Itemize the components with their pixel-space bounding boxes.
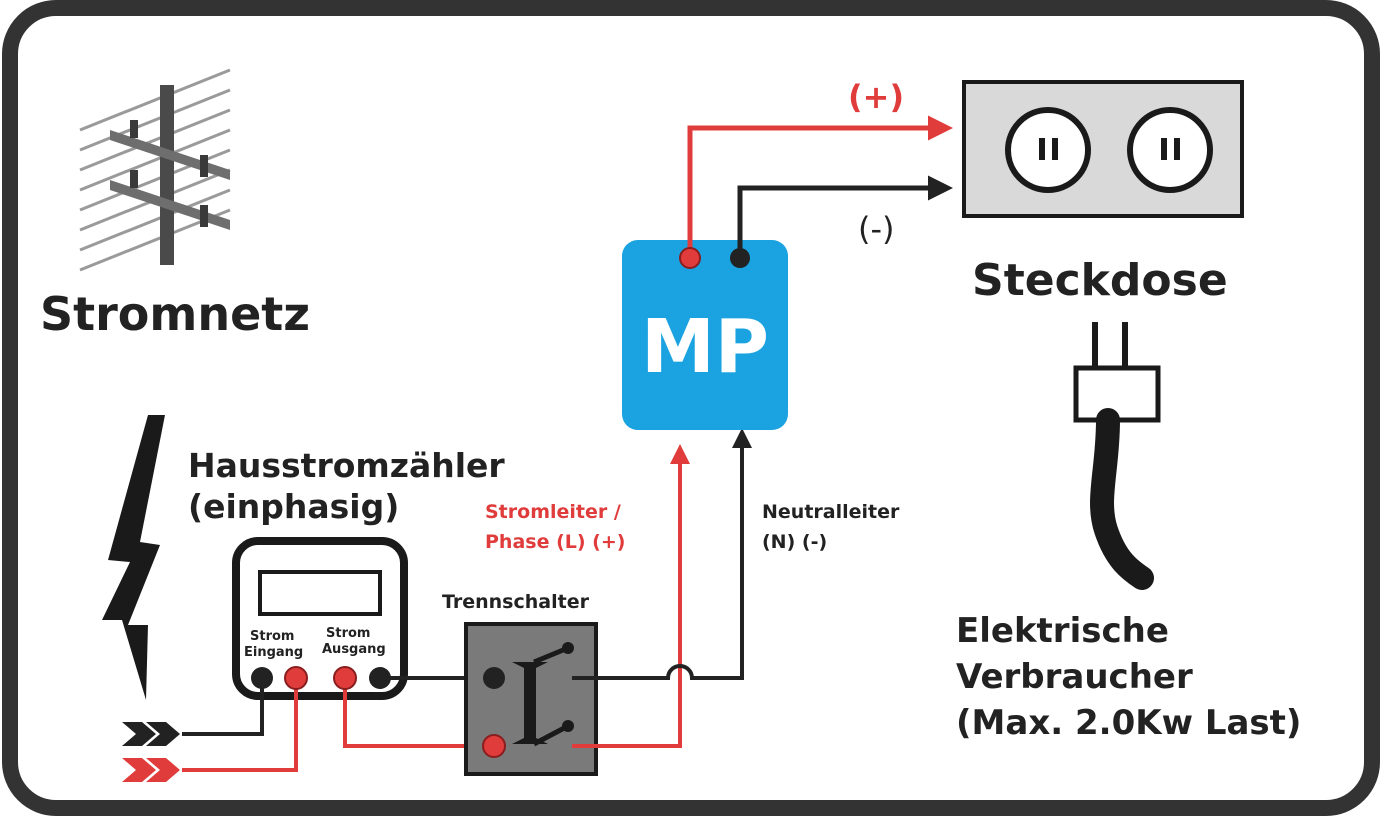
load-label-1: Elektrische — [956, 611, 1169, 651]
phase-wire-to-device — [572, 444, 690, 748]
plus-label: (+) — [848, 78, 904, 116]
meter-terminal-out-neutral — [369, 667, 391, 689]
meter-phase-to-switch — [343, 678, 494, 748]
meter-output-label-1: Strom — [326, 626, 370, 641]
neutral-wire-to-device — [572, 428, 752, 680]
meter-terminal-in-neutral — [251, 667, 273, 689]
incoming-phase-wire — [182, 678, 298, 772]
meter-input-label-2: Eingang — [244, 645, 303, 660]
meter-terminal-out-phase — [333, 666, 357, 690]
neutral-wire-to-socket — [737, 175, 953, 258]
incoming-neutral-wire — [182, 678, 264, 736]
meter-terminal-in-phase — [284, 666, 308, 690]
neutral-label-2: (N) (-) — [762, 531, 827, 553]
load-label-3: (Max. 2.0Kw Last) — [956, 703, 1301, 743]
switch-terminal-neutral — [483, 667, 505, 689]
mp-terminal-neutral — [730, 248, 750, 268]
mp-device — [622, 240, 788, 430]
socket-outlet-right — [1127, 107, 1213, 193]
meter-output-label-2: Ausgang — [322, 642, 386, 657]
meter-display — [258, 570, 382, 616]
neutral-label-1: Neutralleiter — [762, 501, 900, 523]
socket-label: Steckdose — [972, 255, 1228, 306]
socket-outlet-left — [1005, 107, 1091, 193]
phase-wire-to-socket — [687, 115, 953, 258]
switch-contact-bottom — [532, 723, 570, 747]
power-plug-icon — [1073, 322, 1161, 590]
switch-terminal-phase — [482, 734, 506, 758]
power-pylon-icon — [79, 68, 231, 272]
phase-label-1: Stromleiter / — [485, 501, 621, 523]
phase-label-2: Phase (L) (+) — [485, 531, 625, 553]
double-chevron-icon — [122, 722, 180, 782]
meter-input-label-1: Strom — [250, 629, 294, 644]
load-label-2: Verbraucher — [956, 657, 1193, 697]
minus-label: (-) — [858, 210, 895, 248]
lightning-bolt-icon — [102, 415, 165, 700]
switch-contact-top — [533, 645, 569, 665]
switch-lever — [512, 662, 548, 744]
mp-device-label: MP — [641, 304, 769, 390]
switch-pin-top — [562, 642, 574, 654]
meter-title: Hausstromzähler — [188, 446, 505, 485]
switch-pin-bottom — [562, 720, 574, 732]
switch-label: Trennschalter — [442, 591, 590, 613]
grid-label: Stromnetz — [40, 287, 310, 341]
mp-terminal-phase — [679, 247, 701, 269]
meter-subtitle: (einphasig) — [188, 487, 399, 526]
